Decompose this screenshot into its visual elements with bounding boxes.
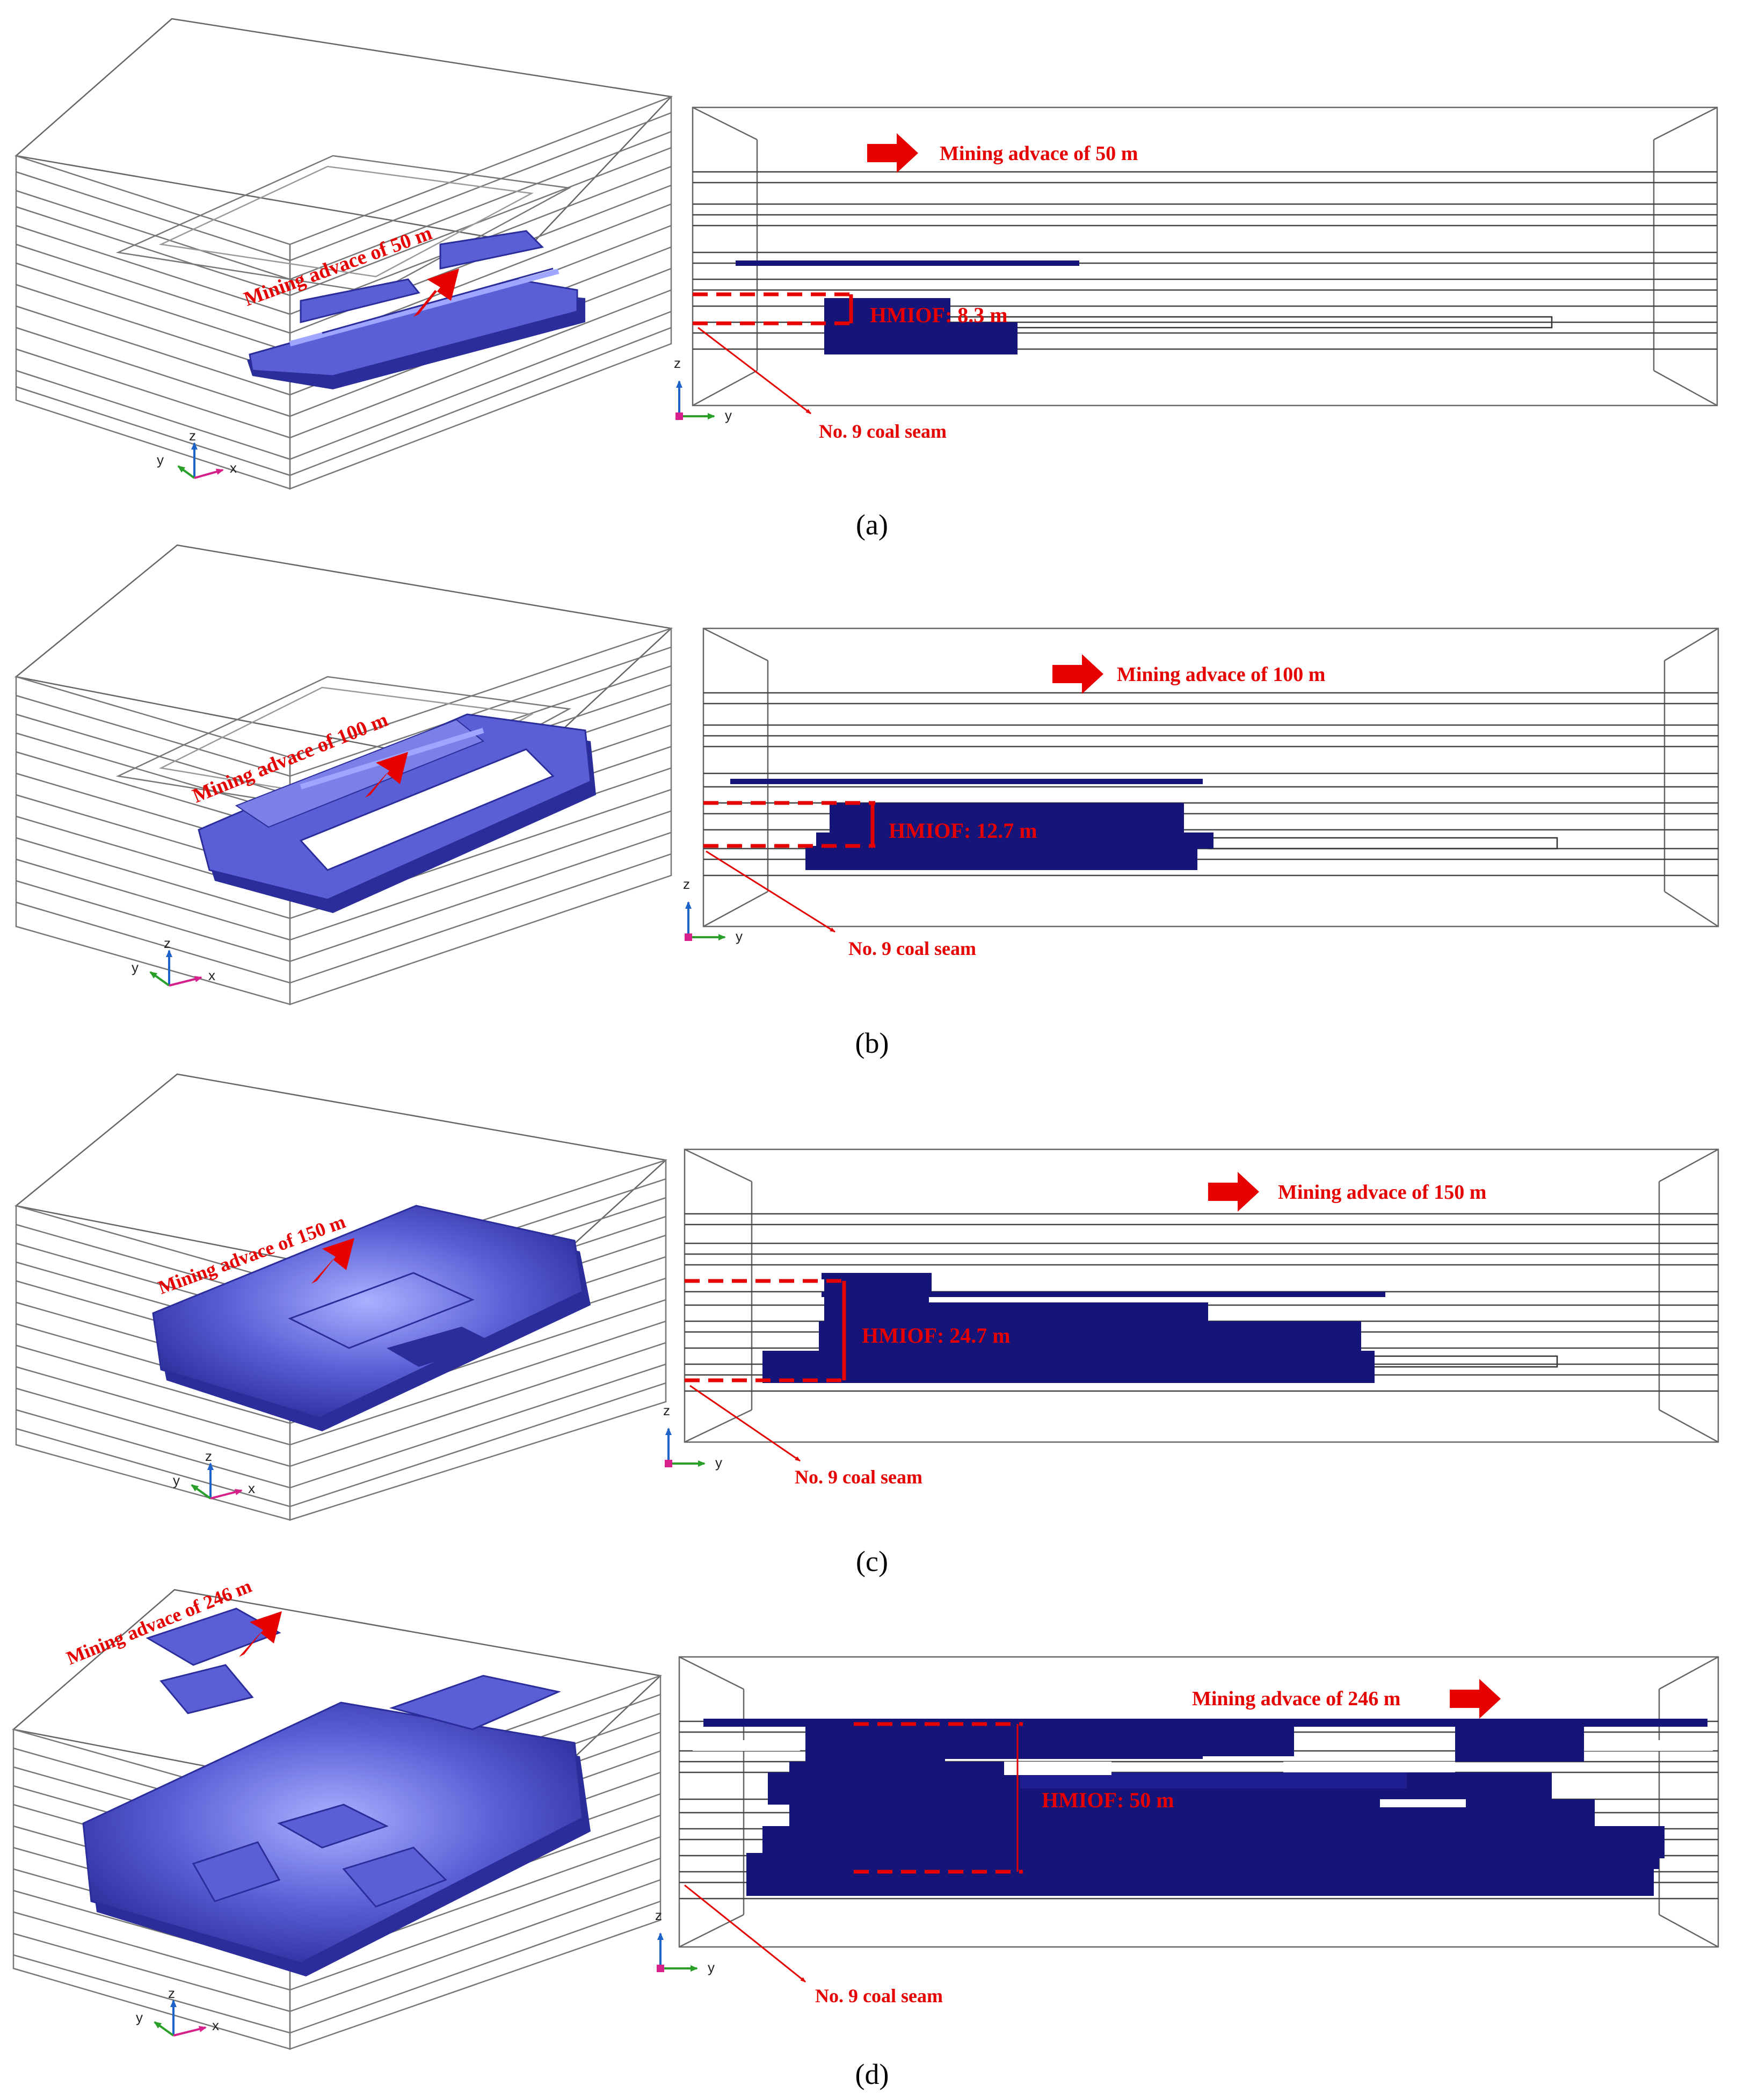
panel-c-advance-arrow-3d: [311, 1238, 354, 1284]
panel-b-3d-model: [14, 544, 673, 1005]
panel-b-caption: (b): [855, 1027, 889, 1059]
panel-a-section-view: [692, 106, 1718, 407]
panel-c-failure-zone-3d: [152, 1205, 591, 1431]
panel-b-advance-arrow-2d: [1052, 654, 1103, 694]
panel-d: Mining advace of 246 m z y x: [12, 1575, 1719, 2090]
svg-text:y: y: [173, 1472, 180, 1488]
panel-d-void-pockets: [693, 1740, 1713, 1807]
panel-d-advance-arrow-2d: [1450, 1679, 1501, 1719]
panel-d-axis-triad-3d: z y x: [136, 1985, 219, 2037]
panel-a-axis-triad-3d: z y x: [157, 428, 237, 479]
svg-text:y: y: [736, 928, 743, 944]
panel-b-seam-pointer: [706, 850, 835, 933]
panel-a-advance-arrow-3d: [413, 269, 459, 317]
svg-text:y: y: [132, 959, 139, 975]
panel-a-seam-label: No. 9 coal seam: [819, 421, 947, 442]
panel-a: Mining advace of 50 m z y x: [14, 18, 1718, 541]
svg-text:y: y: [725, 407, 732, 423]
panel-b-height-label: HMIOF: 12.7 m: [889, 819, 1037, 843]
panel-a-caption: (a): [856, 509, 888, 541]
panel-d-advance-label-2d: Mining advace of 246 m: [1192, 1688, 1400, 1710]
svg-text:x: x: [230, 460, 237, 476]
panel-a-failure-zone-3d: [247, 230, 585, 389]
panel-a-height-marker: [693, 292, 854, 325]
panel-b-axis-triad-2d: z y: [683, 876, 743, 944]
svg-text:z: z: [164, 935, 171, 951]
svg-text:y: y: [715, 1454, 722, 1471]
panel-b-axis-triad-3d: z y x: [132, 935, 215, 987]
panel-a-advance-arrow-2d: [867, 133, 918, 173]
panel-c-axis-triad-2d: z y: [663, 1402, 722, 1471]
panel-d-failure-zone-2d: [703, 1719, 1707, 1896]
svg-text:z: z: [683, 876, 690, 892]
panel-d-advance-arrow-3d: [239, 1611, 282, 1657]
panel-c-failure-zone-2d: [762, 1273, 1385, 1383]
svg-text:z: z: [674, 355, 681, 371]
panel-d-seam-pointer: [684, 1884, 806, 1983]
panel-c-advance-label-2d: Mining advace of 150 m: [1278, 1181, 1486, 1204]
svg-text:z: z: [205, 1448, 212, 1464]
svg-text:y: y: [157, 452, 164, 468]
panel-b-seam-label: No. 9 coal seam: [848, 938, 976, 959]
panel-c-caption: (c): [856, 1545, 888, 1577]
svg-text:x: x: [248, 1480, 255, 1496]
panel-c-seam-pointer: [689, 1385, 801, 1462]
panel-c-axis-triad-3d: z y x: [173, 1448, 255, 1500]
svg-text:x: x: [212, 2017, 219, 2033]
svg-text:x: x: [208, 967, 215, 983]
panel-d-axis-triad-2d: z y: [655, 1907, 715, 1975]
panel-b-height-marker: [703, 801, 875, 848]
panel-d-caption: (d): [855, 2058, 889, 2090]
panel-b-failure-zone-3d: [198, 713, 596, 913]
panel-a-axis-triad-2d: z y: [674, 355, 732, 423]
panel-d-seam-label: No. 9 coal seam: [815, 1985, 943, 2007]
panel-a-height-label: HMIOF: 8.3 m: [870, 303, 1008, 327]
panel-b-advance-label-2d: Mining advace of 100 m: [1117, 663, 1325, 686]
panel-b-advance-arrow-3d: [365, 752, 408, 798]
panel-a-advance-label-2d: Mining advace of 50 m: [940, 142, 1138, 165]
panel-b: Mining advace of 100 m z y x M: [14, 544, 1719, 1059]
panel-d-height-marker: [854, 1722, 1023, 1874]
panel-b-failure-zone-2d: [730, 779, 1213, 870]
svg-text:z: z: [655, 1907, 662, 1923]
panel-a-failure-zone-2d: [736, 260, 1079, 354]
panel-c-seam-label: No. 9 coal seam: [795, 1466, 922, 1488]
panel-c-height-marker: [685, 1279, 846, 1382]
svg-text:y: y: [136, 2009, 143, 2025]
panel-c-height-label: HMIOF: 24.7 m: [862, 1323, 1011, 1348]
panel-a-seam-pointer: [697, 327, 811, 415]
svg-text:z: z: [663, 1402, 670, 1418]
panel-c: Mining advace of 150 m z y x: [14, 1073, 1719, 1577]
panel-d-failure-zone-3d: [82, 1607, 591, 1976]
panel-d-height-label: HMIOF: 50 m: [1042, 1788, 1174, 1812]
svg-text:z: z: [168, 1985, 175, 2001]
svg-text:z: z: [189, 428, 196, 444]
panel-c-advance-arrow-2d: [1208, 1172, 1259, 1212]
svg-text:y: y: [708, 1959, 715, 1975]
